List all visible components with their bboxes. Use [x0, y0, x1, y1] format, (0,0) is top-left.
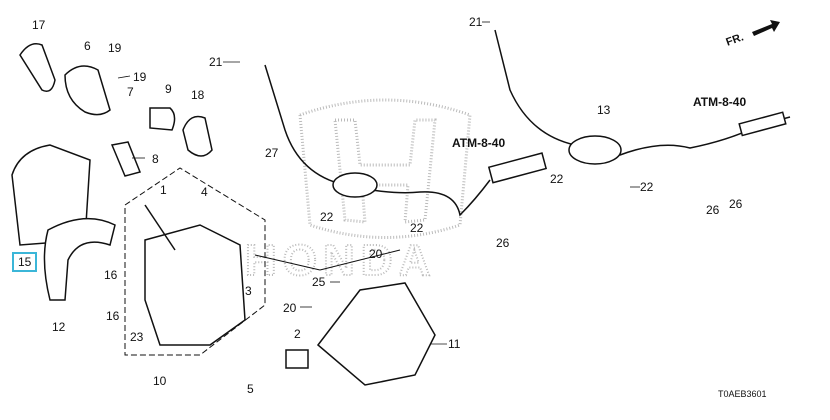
callout-19: 19	[108, 41, 122, 55]
callout-22: 22	[550, 172, 564, 186]
callout-18: 18	[191, 88, 205, 102]
reference-atm-8-40-left[interactable]: ATM-8-40	[452, 136, 506, 150]
callout-10: 10	[153, 374, 167, 388]
callout-1: 1	[160, 183, 167, 197]
honda-wordmark-watermark: HONDA	[245, 236, 436, 285]
callout-26: 26	[496, 236, 510, 250]
callout-16: 16	[106, 309, 120, 323]
cable-lower	[494, 29, 791, 156]
callout-26: 26	[729, 197, 743, 211]
part-11-bracket	[316, 282, 436, 386]
front-direction-arrow	[752, 20, 780, 36]
callout-7: 7	[127, 85, 134, 99]
callout-26: 26	[706, 203, 720, 217]
part-17-bezel	[19, 43, 56, 92]
part-12-plate	[43, 217, 116, 301]
callout-8: 8	[152, 152, 159, 166]
part-9	[149, 107, 176, 131]
part-10-shifter	[144, 224, 246, 346]
cable-end-right	[738, 111, 787, 137]
callout-16: 16	[104, 268, 118, 282]
assembly-outline	[124, 167, 266, 356]
honda-logo-watermark	[298, 98, 472, 239]
callout-21: 21	[209, 55, 223, 69]
callout-3: 3	[245, 284, 252, 298]
reference-atm-8-40-right[interactable]: ATM-8-40	[693, 95, 747, 109]
part-15-housing	[11, 144, 91, 246]
cable-upper	[264, 64, 491, 217]
callout-13: 13	[597, 103, 611, 117]
callout-12: 12	[52, 320, 66, 334]
callout-15-highlighted[interactable]: 15	[11, 252, 38, 272]
cable-grommet-left	[332, 172, 378, 198]
callout-9: 9	[165, 82, 172, 96]
callout-17: 17	[32, 18, 46, 32]
callout-20: 20	[283, 301, 297, 315]
callout-21: 21	[469, 15, 483, 29]
part-2	[285, 349, 309, 369]
callout-22: 22	[320, 210, 334, 224]
cable-grommet-right	[568, 135, 622, 165]
callout-11: 11	[448, 337, 461, 351]
callout-5: 5	[247, 382, 254, 396]
part-8	[110, 141, 142, 177]
callout-23: 23	[130, 330, 144, 344]
part-6-knob	[64, 65, 111, 116]
callout-22: 22	[410, 221, 424, 235]
callout-20: 20	[369, 247, 383, 261]
callout-6: 6	[84, 39, 91, 53]
callout-2: 2	[294, 327, 301, 341]
diagram-code: T0AEB3601	[718, 389, 767, 399]
cable-end-left	[487, 152, 548, 184]
callout-19: 19	[133, 70, 147, 84]
part-18	[182, 115, 213, 157]
callout-22: 22	[640, 180, 654, 194]
callout-4: 4	[201, 185, 208, 199]
callout-27: 27	[265, 146, 279, 160]
callout-25: 25	[312, 275, 326, 289]
